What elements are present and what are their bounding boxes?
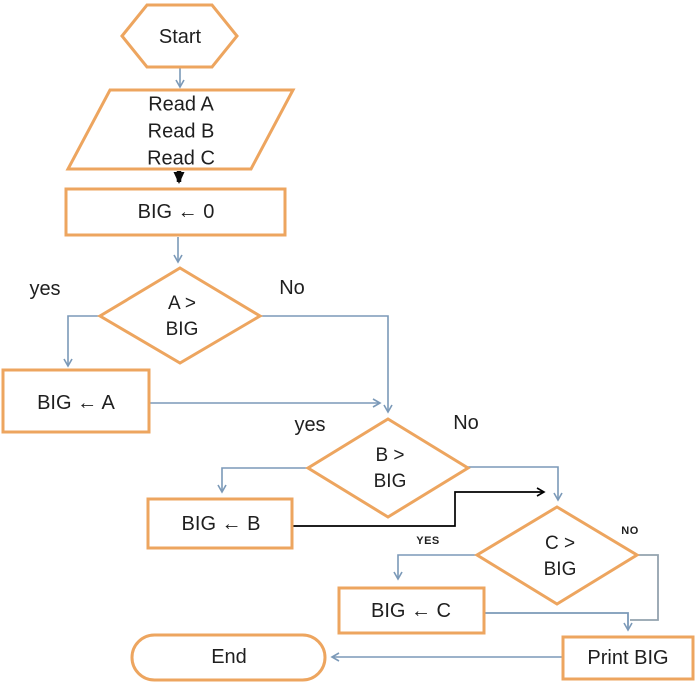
cond-b-label: B > BIG: [374, 443, 407, 495]
cond-c-line2: BIG: [543, 559, 577, 580]
cond-b-line1: B >: [375, 445, 405, 466]
connector-condb-yes: [217, 467, 307, 494]
end-label: End: [211, 646, 247, 668]
init-node-shape: [64, 187, 287, 237]
edge-label-c-yes: YES: [416, 535, 440, 547]
assign-c-node-shape: [337, 586, 486, 635]
connector-condc-yes: [393, 554, 477, 581]
read-node-shape: [65, 88, 296, 171]
edge-label-c-no: NO: [621, 525, 639, 537]
cond-a-label: A > BIG: [166, 291, 199, 343]
print-label: Print BIG: [587, 647, 669, 669]
connector-assignb-merge-black: [292, 487, 546, 527]
assign-a-node-shape: [1, 368, 151, 434]
read-line-c: Read C: [147, 147, 215, 170]
cond-a-line1: A >: [167, 293, 196, 314]
cond-a-line2: BIG: [165, 319, 199, 340]
start-node-shape: [120, 3, 239, 69]
edge-label-a-no: No: [279, 277, 305, 299]
read-line-a: Read A: [148, 93, 214, 116]
cond-b-line2: BIG: [373, 471, 407, 492]
assign-b-label: BIG ← B: [181, 513, 261, 535]
init-label: BIG ← 0: [137, 201, 215, 223]
read-label: Read A Read B Read C: [147, 92, 215, 173]
assign-b-node-shape: [146, 497, 294, 550]
connector-conda-no: [260, 315, 393, 414]
edge-label-b-yes: yes: [294, 414, 326, 436]
connector-assignc-print: [484, 612, 633, 632]
connector-conda-yes: [63, 315, 100, 368]
edge-label-a-yes: yes: [29, 278, 61, 300]
cond-c-label: C > BIG: [544, 531, 577, 583]
cond-b-node-shape: [305, 417, 471, 519]
assign-a-label: BIG ← A: [37, 392, 115, 414]
end-node-shape: [130, 633, 327, 682]
assign-c-label: BIG ← C: [370, 600, 452, 622]
connector-condc-no: [630, 554, 659, 621]
connector-condb-no: [467, 466, 563, 502]
read-line-b: Read B: [147, 120, 215, 143]
cond-c-node-shape: [474, 505, 640, 606]
cond-c-line1: C >: [544, 533, 576, 554]
cond-a-node-shape: [97, 266, 263, 365]
edge-label-b-no: No: [453, 412, 479, 434]
start-label: Start: [158, 26, 202, 48]
print-node-shape: [561, 635, 695, 681]
